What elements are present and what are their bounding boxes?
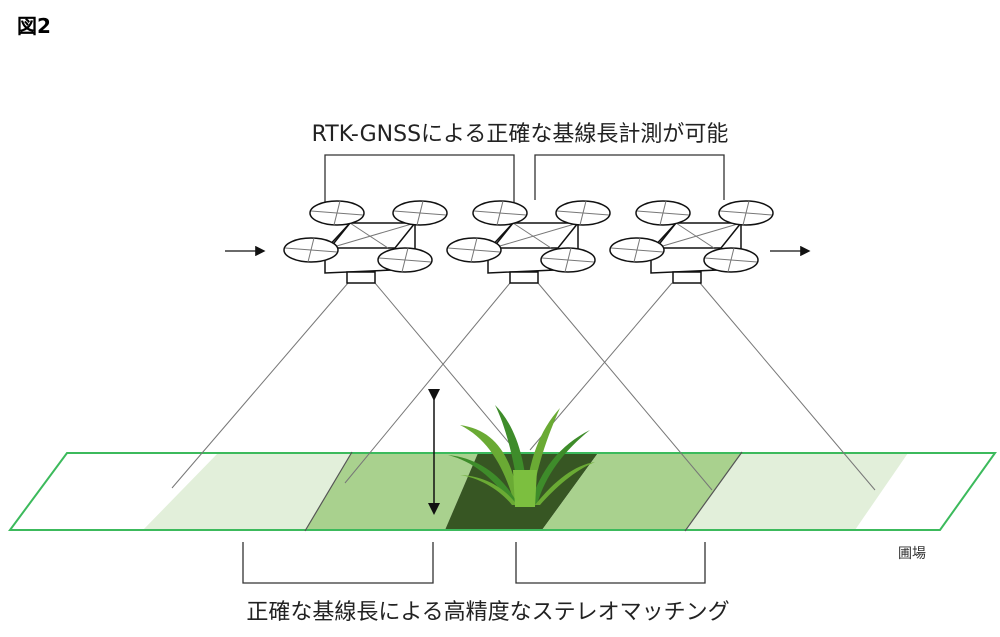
sight-line (344, 282, 511, 484)
baseline-brackets-top (324, 154, 725, 205)
bracket (534, 154, 725, 200)
bracket (324, 154, 515, 205)
field-label: 圃場 (898, 546, 926, 562)
field-light-overlap-left (143, 453, 352, 530)
propeller-icon (635, 200, 691, 226)
bracket (515, 542, 706, 584)
drones (283, 200, 774, 284)
propeller-icon (472, 200, 528, 226)
drone-icon (283, 200, 448, 284)
camera-icon (509, 271, 539, 284)
sight-line (374, 282, 516, 451)
camera-icon (346, 271, 376, 284)
propeller-icon (609, 237, 665, 263)
propeller-icon (703, 247, 759, 273)
sight-line (171, 282, 349, 489)
propeller-icon (540, 247, 596, 273)
plant-icon (448, 405, 595, 507)
drone-icon (609, 200, 774, 284)
propeller-icon (446, 237, 502, 263)
propeller-icon (555, 200, 611, 226)
propeller-icon (392, 200, 448, 226)
figure-title: 図2 (17, 14, 51, 38)
region-edge (304, 451, 353, 532)
sight-line (699, 282, 876, 491)
sight-line (537, 282, 713, 491)
field-medium-overlap-right (542, 453, 742, 530)
bracket (242, 542, 434, 584)
top-caption: RTK-GNSSによる正確な基線長計測が可能 (311, 122, 729, 147)
bottom-caption: 正確な基線長による高精度なステレオマッチング (246, 600, 730, 625)
field-light-overlap-right (685, 453, 908, 530)
propeller-icon (309, 200, 365, 226)
baseline-brackets-bottom (242, 542, 706, 584)
camera-icon (672, 271, 702, 284)
propeller-icon (377, 247, 433, 273)
propeller-icon (718, 200, 774, 226)
drone-icon (446, 200, 611, 284)
region-edge (684, 451, 743, 532)
propeller-icon (283, 237, 339, 263)
field-border (8, 452, 997, 531)
